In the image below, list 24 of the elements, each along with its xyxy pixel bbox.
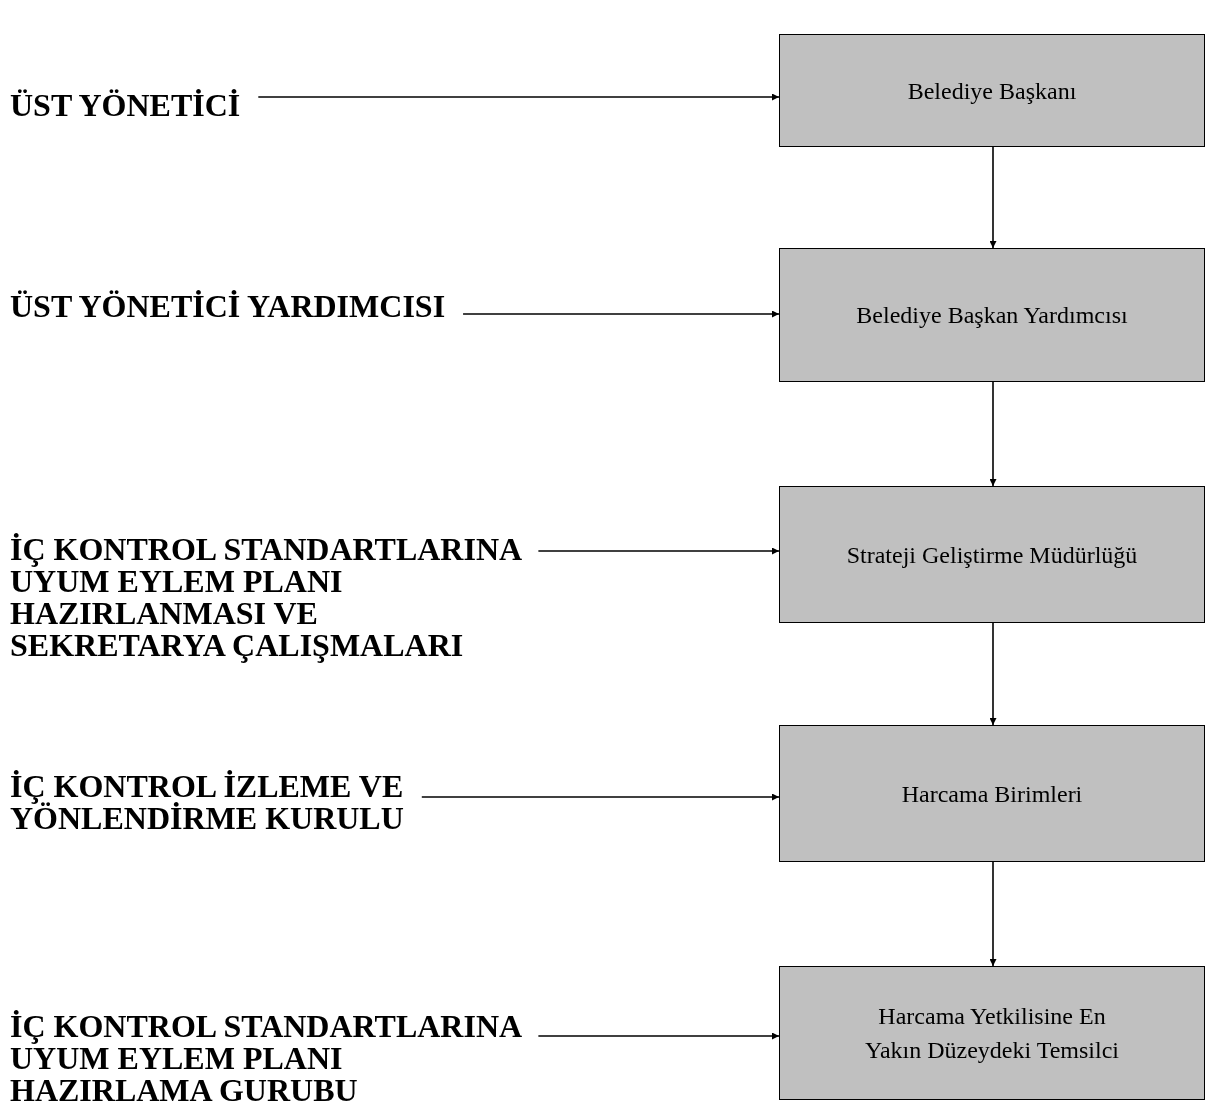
role-label: ÜST YÖNETİCİ — [10, 62, 557, 121]
process-box — [779, 34, 1205, 147]
process-box — [779, 725, 1205, 862]
role-label: İÇ KONTROL İZLEME VE YÖNLENDİRME KURULU — [10, 770, 557, 834]
role-label: ÜST YÖNETİCİ YARDIMCISI — [10, 290, 557, 322]
box-text: Belediye Başkan Yardımcısı — [856, 301, 1128, 330]
box-text: Belediye Başkanı — [907, 76, 1077, 106]
arrow — [989, 861, 997, 967]
process-box — [779, 966, 1205, 1100]
arrow — [462, 310, 780, 318]
arrow — [421, 793, 780, 801]
arrow — [989, 622, 997, 726]
role-label: İÇ KONTROL STANDARTLARINA UYUM EYLEM PLANI HAZIRLAMA GURUBU — [10, 1010, 557, 1106]
process-box — [779, 248, 1205, 382]
arrow — [989, 146, 997, 249]
box-text: Strateji Geliştirme Müdürlüğü — [846, 540, 1138, 570]
role-label: İÇ KONTROL STANDARTLARINA UYUM EYLEM PLANI HAZIRLANMASI VE SEKRETARYA ÇALIŞMALARI — [10, 533, 557, 661]
box-text: Harcama Birimleri — [901, 779, 1083, 809]
arrow — [989, 381, 997, 487]
process-box — [779, 486, 1205, 623]
arrow — [537, 1032, 780, 1040]
arrow — [257, 93, 780, 101]
box-text: Harcama Yetkilisine En Yakın Düzeydeki Temsilci — [863, 1002, 1121, 1065]
arrow — [537, 547, 780, 555]
